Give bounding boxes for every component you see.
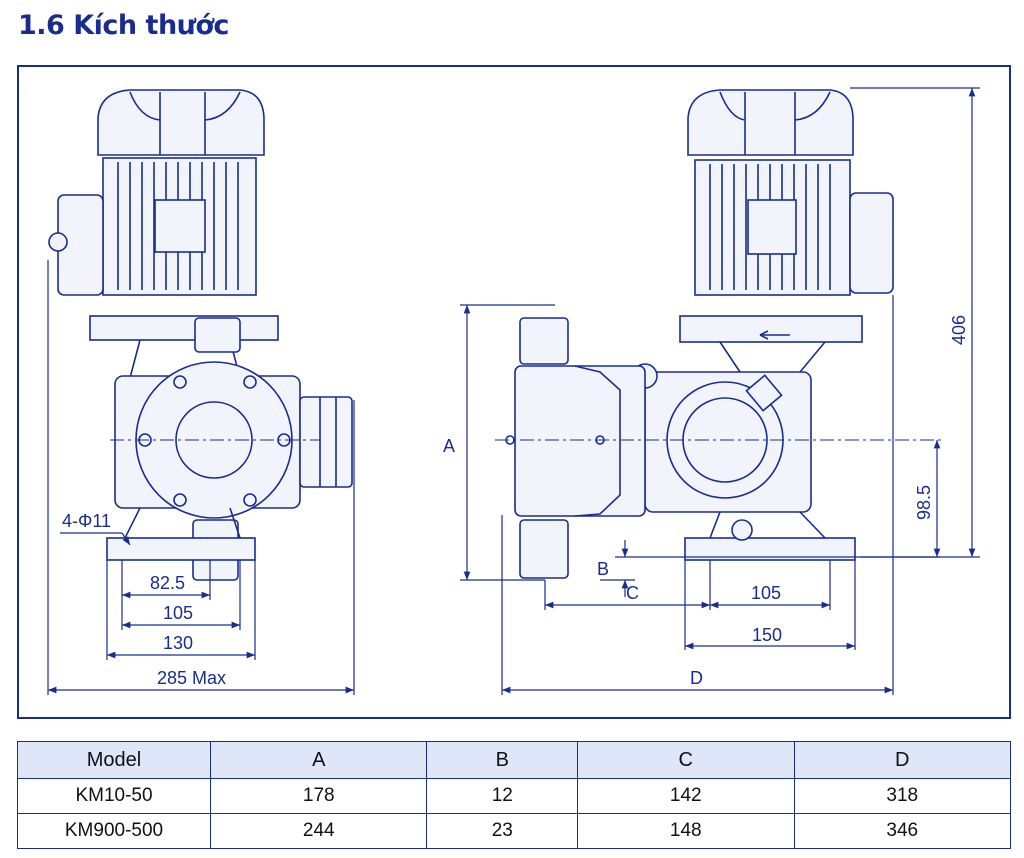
left-dimensions xyxy=(47,260,355,695)
cell-c: 142 xyxy=(577,778,795,814)
hole-spec-label: 4-Φ11 xyxy=(62,511,111,531)
col-c: C xyxy=(577,741,795,779)
dim-130: 130 xyxy=(163,633,193,653)
left-view-pump xyxy=(48,89,353,581)
drawing-frame xyxy=(17,65,1011,719)
cell-a: 244 xyxy=(209,813,428,849)
dim-B: B xyxy=(597,559,609,579)
cell-b: 12 xyxy=(426,778,579,814)
dim-105-left: 105 xyxy=(163,603,193,623)
dim-D: D xyxy=(690,668,703,688)
dimension-drawing: 4-Φ11 82.5 105 130 285 Max xyxy=(47,87,980,695)
col-a: A xyxy=(209,741,428,779)
cell-model: KM900-500 xyxy=(17,813,211,849)
cell-c: 148 xyxy=(577,813,795,849)
dim-105-right: 105 xyxy=(751,583,781,603)
dim-150: 150 xyxy=(752,625,782,645)
col-d: D xyxy=(793,741,1012,779)
cell-model: KM10-50 xyxy=(17,778,211,814)
dim-285-max: 285 Max xyxy=(157,668,226,688)
table-row: KM10-50 178 12 142 318 xyxy=(17,778,1012,814)
dimension-table: Model A B C D KM10-50 178 12 142 318 KM9… xyxy=(17,741,1012,849)
cell-a: 178 xyxy=(209,778,428,814)
table-header-row: Model A B C D xyxy=(17,741,1012,779)
dim-406: 406 xyxy=(949,315,969,345)
right-view-pump xyxy=(505,89,894,579)
dim-98-5: 98.5 xyxy=(914,485,934,520)
table-row: KM900-500 244 23 148 346 xyxy=(17,813,1012,849)
cell-d: 318 xyxy=(793,778,1012,814)
dim-82-5: 82.5 xyxy=(150,573,185,593)
dim-C: C xyxy=(626,583,639,603)
cell-d: 346 xyxy=(793,813,1012,849)
col-b: B xyxy=(426,741,579,779)
page-title: 1.6 Kích thước xyxy=(18,10,229,41)
right-dimensions xyxy=(460,87,980,695)
dim-A: A xyxy=(443,436,455,456)
cell-b: 23 xyxy=(426,813,579,849)
col-model: Model xyxy=(17,741,211,779)
